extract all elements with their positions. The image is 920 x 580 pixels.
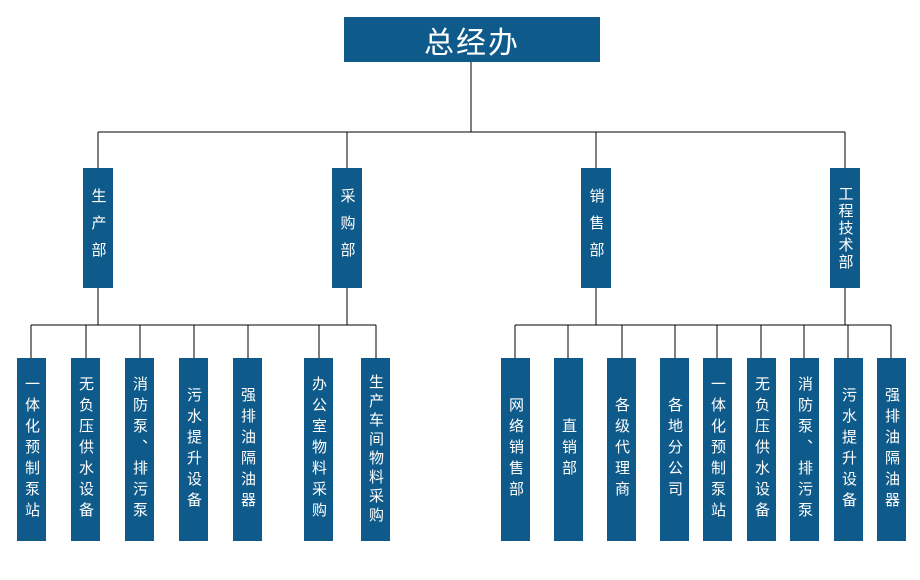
purchasing-unit-label: 办公室物料采购 — [310, 376, 328, 523]
production-unit: 污水提升设备 — [179, 358, 208, 541]
engineering-unit: 无负压供水设备 — [747, 358, 776, 541]
production-unit-label: 一体化预制泵站 — [23, 376, 41, 523]
dept-production: 生产部 — [83, 168, 113, 288]
purchasing-unit: 生产车间物料采购 — [361, 358, 390, 541]
root-label: 总经办 — [424, 25, 520, 61]
production-unit-label: 强排油隔油器 — [239, 386, 257, 513]
purchasing-unit-label: 生产车间物料采购 — [367, 373, 385, 526]
engineering-unit: 强排油隔油器 — [877, 358, 906, 541]
dept-engineering: 工程技术部 — [830, 168, 860, 288]
purchasing-unit: 办公室物料采购 — [304, 358, 333, 541]
engineering-unit-label: 无负压供水设备 — [753, 376, 771, 523]
production-unit-label: 污水提升设备 — [185, 386, 203, 513]
engineering-unit-label: 污水提升设备 — [840, 386, 858, 513]
dept-sales: 销售部 — [581, 168, 611, 288]
engineering-unit: 污水提升设备 — [834, 358, 863, 541]
sales-unit: 直销部 — [554, 358, 583, 541]
sales-unit-label: 直销部 — [560, 418, 578, 481]
sales-unit-label: 各级代理商 — [613, 397, 631, 502]
production-unit-label: 无负压供水设备 — [77, 376, 95, 523]
production-unit-label: 消防泵、排污泵 — [131, 376, 149, 523]
dept-sales-label: 销售部 — [587, 187, 606, 269]
engineering-unit-label: 一体化预制泵站 — [709, 376, 727, 523]
dept-engineering-label: 工程技术部 — [836, 185, 855, 271]
production-unit: 消防泵、排污泵 — [125, 358, 154, 541]
engineering-unit-label: 强排油隔油器 — [883, 386, 901, 513]
root-node: 总经办 — [344, 17, 600, 62]
production-unit: 无负压供水设备 — [71, 358, 100, 541]
engineering-unit: 消防泵、排污泵 — [790, 358, 819, 541]
dept-purchasing-label: 采购部 — [338, 187, 357, 269]
sales-unit-label: 各地分公司 — [666, 397, 684, 502]
production-unit: 强排油隔油器 — [233, 358, 262, 541]
dept-purchasing: 采购部 — [332, 168, 362, 288]
sales-unit: 各级代理商 — [607, 358, 636, 541]
production-unit: 一体化预制泵站 — [17, 358, 46, 541]
sales-unit-label: 网络销售部 — [507, 397, 525, 502]
sales-unit: 各地分公司 — [660, 358, 689, 541]
engineering-unit-label: 消防泵、排污泵 — [796, 376, 814, 523]
dept-production-label: 生产部 — [89, 187, 108, 269]
sales-unit: 网络销售部 — [501, 358, 530, 541]
engineering-unit: 一体化预制泵站 — [703, 358, 732, 541]
